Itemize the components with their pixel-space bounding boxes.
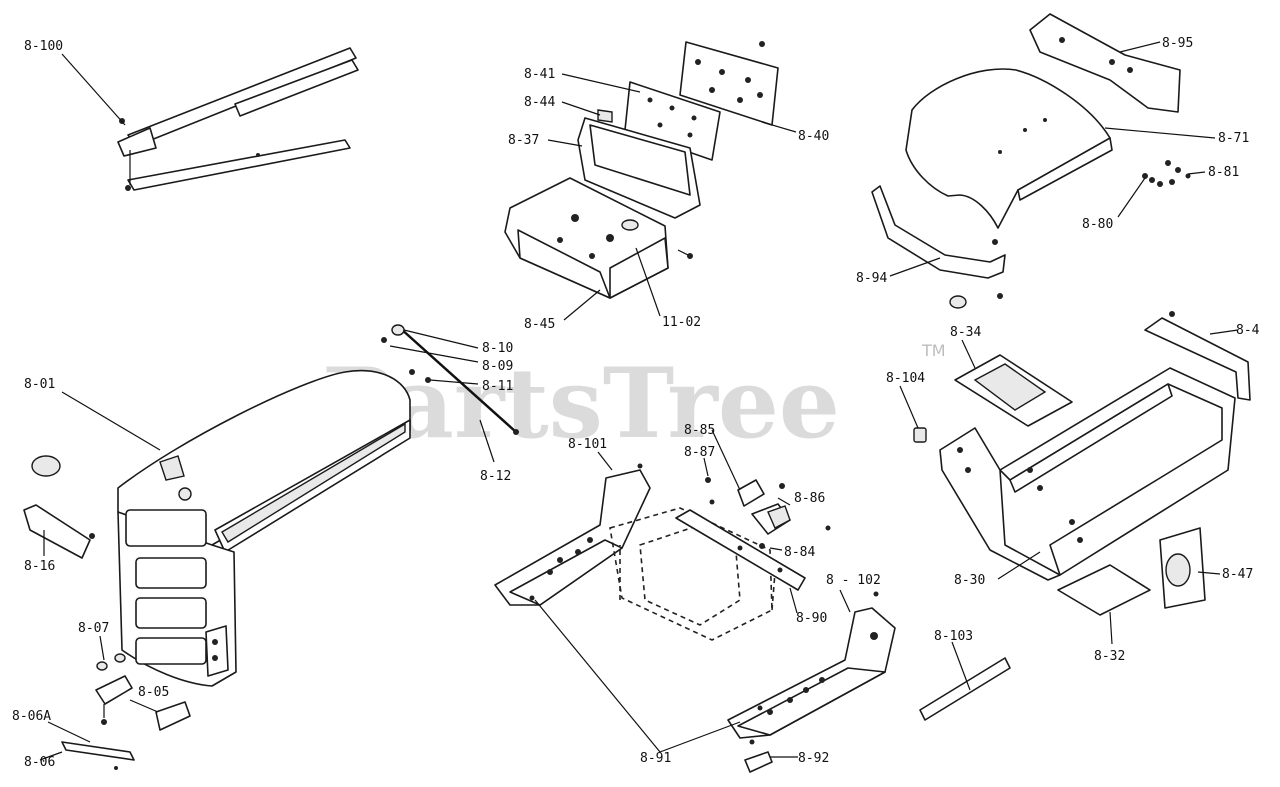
label-8-87: 8-87	[684, 445, 715, 460]
part-8-95-bracket[interactable]	[1029, 13, 1181, 113]
label-8-4: 8-4	[1236, 323, 1260, 338]
part-8-06-bar[interactable]	[61, 741, 135, 770]
part-8-12-hinge-rod[interactable]	[381, 324, 519, 435]
label-8-34: 8-34	[950, 325, 981, 340]
callout-labels: 8-100 8-41 8-44 8-37 8-40 8-45 11-02 8-9…	[12, 36, 1260, 770]
label-8-92: 8-92	[798, 751, 829, 766]
part-8-104-spacer[interactable]	[913, 427, 927, 443]
label-8-45: 8-45	[524, 317, 555, 332]
label-8-05: 8-05	[138, 685, 169, 700]
leader-lines	[39, 41, 1239, 761]
part-8-101-footrest-left[interactable]	[494, 469, 651, 606]
part-8-94-bracket[interactable]	[871, 185, 1006, 309]
label-8-81: 8-81	[1208, 165, 1239, 180]
label-8-09: 8-09	[482, 359, 513, 374]
label-8-37: 8-37	[508, 133, 539, 148]
label-8-12: 8-12	[480, 469, 511, 484]
part-8-90-bar[interactable]	[675, 509, 806, 591]
label-8-16: 8-16	[24, 559, 55, 574]
label-8-32: 8-32	[1094, 649, 1125, 664]
part-8-85-84-86-hardware[interactable]	[637, 463, 831, 550]
watermark-trademark: TM	[921, 341, 946, 360]
label-8-71: 8-71	[1218, 131, 1249, 146]
label-8-30: 8-30	[954, 573, 985, 588]
part-8-47-plate[interactable]	[1159, 527, 1206, 609]
label-8-103: 8-103	[934, 629, 973, 644]
label-8-86: 8-86	[794, 491, 825, 506]
part-8-103-bar[interactable]	[919, 657, 1011, 721]
part-8-71-seat[interactable]	[905, 68, 1113, 229]
part-8-92-clip[interactable]	[744, 739, 773, 773]
label-8-94: 8-94	[856, 271, 887, 286]
part-8-45-tray[interactable]	[504, 177, 669, 299]
label-11-02: 11-02	[662, 315, 701, 330]
label-8-11: 8-11	[482, 379, 513, 394]
label-8-06a: 8-06A	[12, 709, 51, 724]
part-8-37-dash-housing[interactable]	[577, 109, 701, 219]
part-8-34-plate[interactable]	[954, 354, 1073, 427]
label-8-44: 8-44	[524, 95, 555, 110]
label-8-102: 8 - 102	[826, 573, 881, 588]
label-8-90: 8-90	[796, 611, 827, 626]
label-8-84: 8-84	[784, 545, 815, 560]
label-8-47: 8-47	[1222, 567, 1253, 582]
label-8-100: 8-100	[24, 39, 63, 54]
part-8-100-brace[interactable]	[117, 47, 359, 191]
label-8-06: 8-06	[24, 755, 55, 770]
part-8-30-main-frame[interactable]	[939, 311, 1251, 581]
part-8-41-plate[interactable]	[624, 81, 721, 161]
label-8-91: 8-91	[640, 751, 671, 766]
label-8-101: 8-101	[568, 437, 607, 452]
label-8-41: 8-41	[524, 67, 555, 82]
part-8-80-81-hardware[interactable]	[1142, 160, 1191, 187]
part-8-102-footrest-right[interactable]	[727, 591, 896, 739]
label-8-85: 8-85	[684, 423, 715, 438]
part-8-07-8-05-brackets[interactable]	[95, 653, 191, 731]
label-8-40: 8-40	[798, 129, 829, 144]
part-11-02-cap[interactable]	[621, 219, 693, 259]
label-8-80: 8-80	[1082, 217, 1113, 232]
part-8-16-light[interactable]	[23, 455, 95, 559]
label-8-104: 8-104	[886, 371, 925, 386]
label-8-95: 8-95	[1162, 36, 1193, 51]
part-8-01-hood[interactable]	[117, 369, 411, 687]
label-8-07: 8-07	[78, 621, 109, 636]
label-8-01: 8-01	[24, 377, 55, 392]
part-8-32-plate[interactable]	[1057, 564, 1151, 616]
label-8-10: 8-10	[482, 341, 513, 356]
